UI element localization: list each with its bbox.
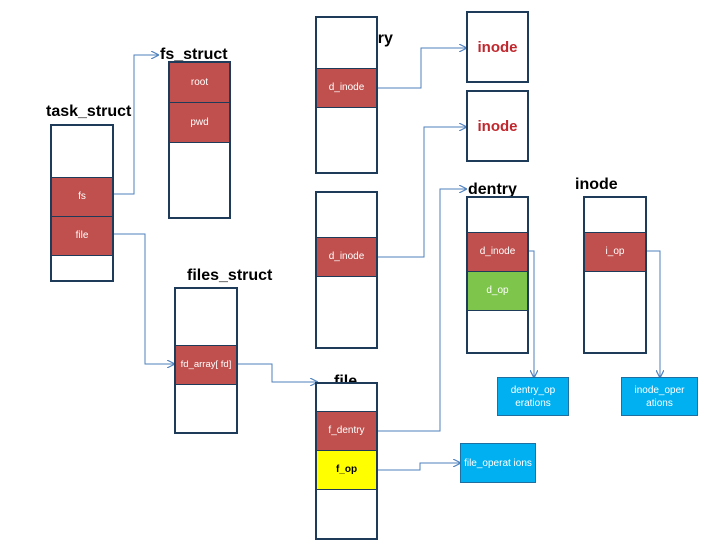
task-struct-title: task_struct	[46, 103, 132, 120]
files-struct-title: files_struct	[187, 267, 273, 284]
inode-right-box: i_op	[583, 196, 647, 354]
dentry-right-field-d_inode: d_inode	[468, 232, 527, 272]
dentry-mid-box: d_inode	[315, 191, 378, 349]
task-struct-box: fs file	[50, 124, 114, 282]
file-box: f_dentry f_op	[315, 382, 378, 540]
dentry-operations-box: dentry_op erations	[497, 377, 569, 416]
files-struct-box: fd_array[ fd]	[174, 287, 238, 434]
dentry-mid-field-d_inode: d_inode	[317, 237, 376, 277]
dentry-right-field-d_op: d_op	[468, 271, 527, 311]
fs-struct-field-pwd: pwd	[170, 102, 229, 143]
task-struct-field-fs: fs	[52, 177, 112, 217]
connector-f_dentry-to-dentry	[377, 189, 466, 432]
connector-dentry-mid-to-inode	[377, 127, 466, 258]
connector-i_op-to-inode_operations	[646, 250, 660, 377]
connector-dentry-top-to-inode	[377, 48, 466, 89]
fs-struct-field-root: root	[170, 62, 229, 103]
inode-right-title: inode	[575, 176, 618, 193]
file-field-f_dentry: f_dentry	[317, 411, 376, 451]
connector-file-to-files_struct	[113, 233, 174, 364]
inode-label-2: inode	[477, 117, 518, 135]
files-struct-field-fd_array: fd_array[ fd]	[176, 345, 236, 385]
dentry-right-title: dentry	[468, 181, 517, 198]
dentry-top-box: d_inode	[315, 16, 378, 174]
inode-box-1: inode	[466, 11, 529, 83]
inode-operations-box: inode_oper ations	[621, 377, 698, 416]
fs-struct-title: fs_struct	[160, 46, 228, 63]
inode-right-field-i_op: i_op	[585, 232, 645, 272]
dentry-top-field-d_inode: d_inode	[317, 68, 376, 108]
connector-fd-to-file	[237, 363, 317, 382]
inode-box-2: inode	[466, 90, 529, 162]
inode-label-1: inode	[477, 38, 518, 56]
dentry-right-box: d_inode d_op	[466, 196, 529, 354]
fs-struct-box: root pwd	[168, 61, 231, 219]
file-field-f_op: f_op	[317, 450, 376, 490]
task-struct-field-file: file	[52, 216, 112, 256]
connector-d_inode-to-dentry_operations	[528, 250, 534, 377]
connector-fs-to-fs_struct	[113, 55, 158, 195]
connector-f_op-to-file_operations	[377, 463, 460, 471]
file-operations-box: file_operat ions	[460, 443, 536, 483]
